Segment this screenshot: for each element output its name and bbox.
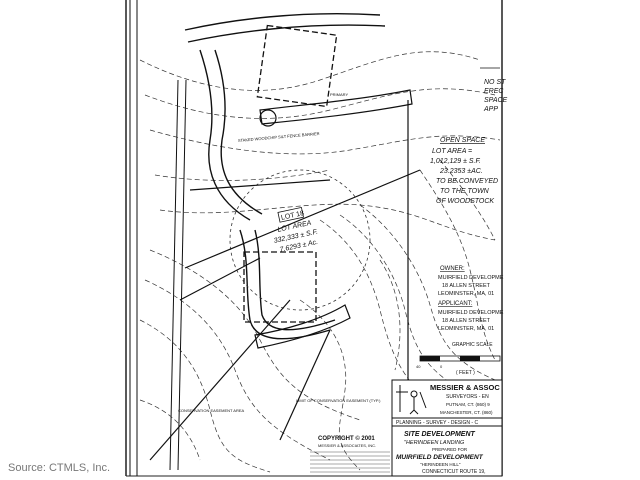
- hill-name: "HERINDEEN HILL": [420, 462, 461, 467]
- scale-label: GRAPHIC SCALE: [452, 342, 493, 348]
- owner-block: OWNER: MUIRFIELD DEVELOPME 18 ALLEN STRE…: [438, 266, 504, 297]
- lower-leaching-area: [254, 304, 351, 349]
- client-name: MUIRFIELD DEVELOPMENT: [396, 454, 484, 461]
- graphic-scale: GRAPHIC SCALE 40 0 ( FEET ): [416, 342, 501, 376]
- contour-lines: [139, 51, 501, 473]
- firm-services: SURVEYORS - EN: [446, 394, 489, 400]
- conservation-label: CONSERVATION EASEMENT AREA: [178, 408, 244, 413]
- title-block: MESSIER & ASSOC SURVEYORS - EN PUTNAM, C…: [391, 379, 503, 477]
- top-right-note: NO ST EREC SPACE APP: [480, 67, 508, 113]
- applicant-block: APPLICANT: MUIRFIELD DEVELOPME 18 ALLEN …: [438, 301, 504, 332]
- firm-logo: [396, 385, 427, 415]
- note-line-4: APP: [483, 106, 498, 113]
- limit-conservation-label: LIMIT OF CONSERVATION EASEMENT (TYP.): [296, 398, 381, 403]
- lower-building-envelope: [243, 251, 317, 323]
- upper-building-envelope: [256, 24, 338, 108]
- owner-line-2: 18 ALLEN STREET: [442, 283, 491, 289]
- open-space-note: OPEN SPACE LOT AREA = 1,012,129 ± S.F. 2…: [430, 137, 498, 205]
- copyright-line-1: COPYRIGHT © 2001: [318, 435, 375, 442]
- owner-line-3: LEOMINSTER, MA, 01: [438, 291, 494, 297]
- open-space-line-3: 23.2353 ±AC.: [439, 168, 483, 175]
- copyright-block: COPYRIGHT © 2001 MESSIER & ASSOCIATES, I…: [310, 435, 390, 473]
- lot-circle: [229, 169, 371, 311]
- lot-boundaries: [149, 100, 421, 470]
- open-space-line-1: LOT AREA =: [432, 148, 472, 155]
- upper-driveway: [184, 12, 386, 221]
- firm-services-bar: PLANNING - SURVEY - DESIGN - C: [396, 420, 478, 426]
- upper-leaching-area: [259, 89, 413, 127]
- scale-unit: ( FEET ): [456, 370, 475, 376]
- open-space-line-5: TO THE TOWN: [440, 188, 490, 195]
- primary-label: PRIMARY: [330, 92, 348, 97]
- applicant-line-2: 18 ALLEN STREET: [442, 318, 491, 324]
- applicant-line-1: MUIRFIELD DEVELOPME: [438, 310, 504, 316]
- source-watermark: Source: CTMLS, Inc.: [8, 462, 111, 474]
- lot-number: LOT 18: [281, 210, 305, 222]
- copyright-line-2: MESSIER & ASSOCIATES, INC.: [318, 443, 376, 448]
- note-line-2: EREC: [484, 88, 504, 95]
- open-space-title: OPEN SPACE: [440, 137, 485, 144]
- project-name: "HERINDEEN LANDING: [404, 440, 465, 446]
- applicant-label: APPLICANT:: [438, 301, 473, 307]
- firm-address-1: PUTNAM, CT. (860) 9: [446, 402, 490, 407]
- open-space-line-6: OF WOODSTOCK: [436, 198, 494, 205]
- owner-label: OWNER:: [440, 266, 465, 272]
- owner-line-1: MUIRFIELD DEVELOPME: [438, 275, 504, 281]
- sheet-title: SITE DEVELOPMENT: [404, 431, 476, 438]
- scale-zero: 40: [416, 364, 421, 369]
- scale-mark: 0: [440, 364, 443, 369]
- route-name: CONNECTICUT ROUTE 19,: [422, 469, 486, 475]
- open-space-line-2: 1,012,129 ± S.F.: [430, 158, 481, 165]
- left-road: [129, 0, 187, 476]
- firm-address-2: MANCHESTER, CT. (860): [440, 410, 493, 415]
- lower-driveway: [239, 229, 336, 340]
- open-space-line-4: TO BE CONVEYED: [436, 178, 498, 185]
- applicant-line-3: LEOMINSTER, MA, 01: [438, 326, 494, 332]
- note-line-1: NO ST: [484, 79, 506, 86]
- prepared-for: PREPARED FOR: [432, 447, 468, 452]
- note-line-3: SPACE: [484, 97, 508, 104]
- staked-fence-note: STAKED WOODCHIP SILT FENCE BARRIER: [238, 131, 320, 143]
- firm-name: MESSIER & ASSOC: [430, 383, 500, 392]
